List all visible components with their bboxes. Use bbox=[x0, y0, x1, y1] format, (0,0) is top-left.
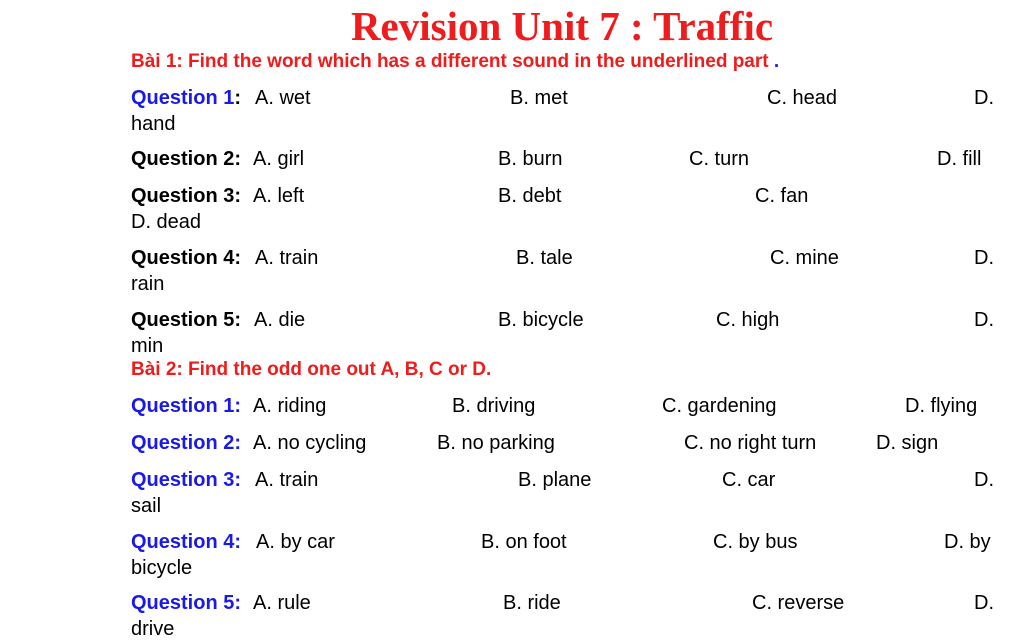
s2-q3-option-a: A. train bbox=[255, 469, 319, 491]
s1-q5-label: Question 5: bbox=[131, 309, 242, 331]
s1-q5-option-d: D. bbox=[974, 309, 994, 331]
s2-q3-option-b: B. plane bbox=[518, 469, 592, 491]
s2-q2-option-d: D. sign bbox=[876, 432, 939, 454]
s1-q3-option-d: D. dead bbox=[131, 211, 202, 233]
s2-q4-option-b: B. on foot bbox=[481, 531, 567, 553]
s2-q5-option-d: D. bbox=[974, 592, 994, 614]
s2-q4-option-d: D. by bbox=[944, 531, 991, 553]
s1-q4-label: Question 4: bbox=[131, 247, 242, 269]
s1-q5-option-d-cont: min bbox=[131, 335, 164, 357]
s1-q4-option-d: D. bbox=[974, 247, 994, 269]
s1-q1-option-d-cont: hand bbox=[131, 113, 176, 135]
s2-q3-option-d: D. bbox=[974, 469, 994, 491]
s2-q4-option-a: A. by car bbox=[256, 531, 335, 553]
s2-q5-label: Question 5: bbox=[131, 592, 242, 614]
s1-q1-option-a: A. wet bbox=[255, 87, 311, 109]
s1-q3-option-c: C. fan bbox=[755, 185, 809, 207]
s1-q1-label: Question 1: bbox=[131, 86, 241, 110]
s1-q4-option-d-cont: rain bbox=[131, 273, 165, 295]
s1-q4-option-a: A. train bbox=[255, 247, 319, 269]
section-1-trailing-dot: . bbox=[773, 51, 780, 72]
s2-q3-option-c: C. car bbox=[722, 469, 776, 491]
s2-q2-option-a: A. no cycling bbox=[253, 432, 367, 454]
page-title: Revision Unit 7 : Traffic bbox=[350, 3, 774, 49]
s1-q1-label-colon: : bbox=[234, 87, 242, 109]
s2-q3-option-d-cont: sail bbox=[131, 495, 162, 517]
s2-q5-option-c: C. reverse bbox=[752, 592, 845, 614]
s2-q1-label: Question 1: bbox=[131, 395, 242, 417]
s1-q3-option-a: A. left bbox=[253, 185, 305, 207]
s1-q2-option-a: A. girl bbox=[253, 148, 305, 170]
section-1-heading: Bài 1: Find the word which has a differe… bbox=[131, 50, 779, 74]
s2-q1-option-c: C. gardening bbox=[662, 395, 777, 417]
s2-q1-option-a: A. riding bbox=[253, 395, 327, 417]
s1-q5-option-b: B. bicycle bbox=[498, 309, 584, 331]
s1-q1-option-d: D. bbox=[974, 87, 994, 109]
s1-q2-option-c: C. turn bbox=[689, 148, 750, 170]
s1-q1-label-text: Question 1 bbox=[131, 87, 235, 109]
s1-q2-label: Question 2: bbox=[131, 148, 242, 170]
s1-q2-option-d: D. fill bbox=[937, 148, 982, 170]
s2-q2-label: Question 2: bbox=[131, 432, 242, 454]
s2-q5-option-d-cont: drive bbox=[131, 618, 175, 640]
s1-q1-option-c: C. head bbox=[767, 87, 838, 109]
s2-q5-option-a: A. rule bbox=[253, 592, 311, 614]
s2-q1-option-b: B. driving bbox=[452, 395, 536, 417]
s1-q5-option-a: A. die bbox=[254, 309, 306, 331]
s2-q2-option-c: C. no right turn bbox=[684, 432, 817, 454]
s1-q4-option-b: B. tale bbox=[516, 247, 573, 269]
s2-q3-label: Question 3: bbox=[131, 469, 242, 491]
s1-q3-option-b: B. debt bbox=[498, 185, 562, 207]
s1-q4-option-c: C. mine bbox=[770, 247, 839, 269]
s1-q5-option-c: C. high bbox=[716, 309, 780, 331]
s1-q1-option-b: B. met bbox=[510, 87, 568, 109]
s2-q4-label: Question 4: bbox=[131, 531, 242, 553]
s2-q4-option-d-cont: bicycle bbox=[131, 557, 193, 579]
s2-q1-option-d: D. flying bbox=[905, 395, 978, 417]
s1-q2-option-b: B. burn bbox=[498, 148, 563, 170]
s1-q3-label: Question 3: bbox=[131, 185, 242, 207]
section-1-heading-text: Bài 1: Find the word which has a differe… bbox=[131, 51, 769, 72]
s2-q5-option-b: B. ride bbox=[503, 592, 561, 614]
s2-q4-option-c: C. by bus bbox=[713, 531, 798, 553]
section-2-heading: Bài 2: Find the odd one out A, B, C or D… bbox=[131, 359, 492, 380]
s2-q2-option-b: B. no parking bbox=[437, 432, 555, 454]
